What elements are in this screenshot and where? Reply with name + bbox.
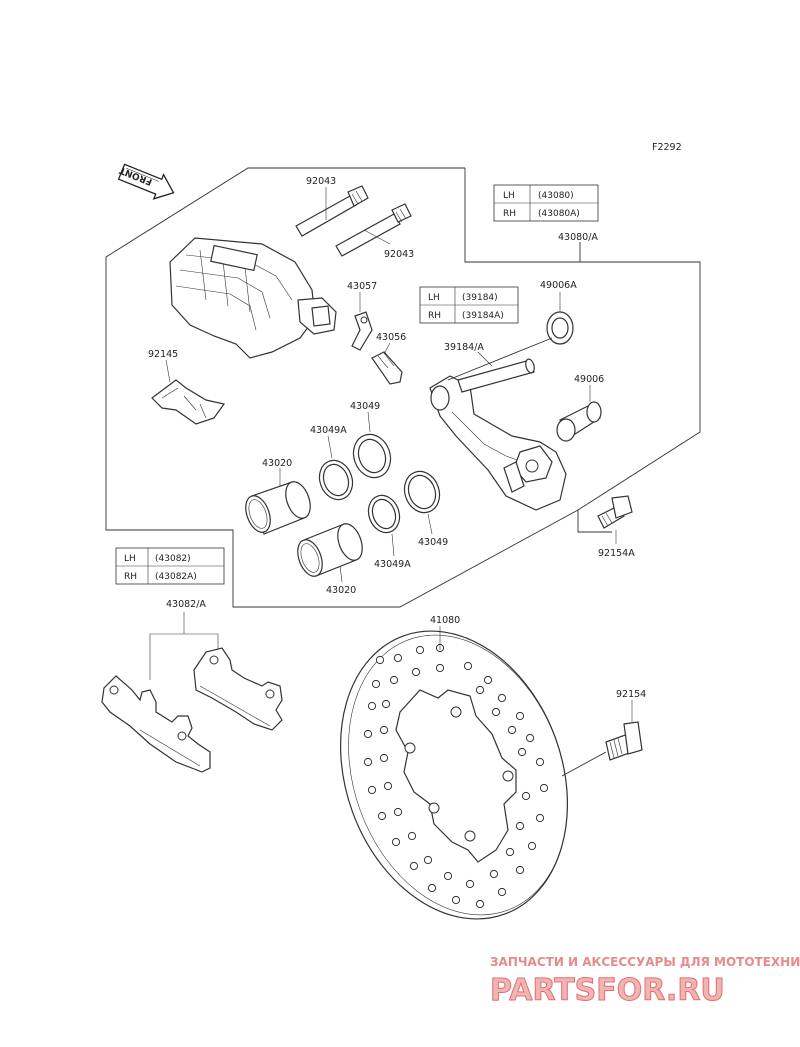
bracket-table-side-lh: LH <box>428 293 440 303</box>
watermark-brand: PARTSFOR.RU <box>490 973 725 1008</box>
label-bracket: 39184/A <box>444 342 484 353</box>
leader-43049a-b <box>391 533 395 557</box>
leader-43049a-a <box>327 435 333 459</box>
label-pads: 43082/A <box>166 599 206 610</box>
label-seal-43049-a: 43049 <box>350 401 380 412</box>
label-seal-43049a-b: 43049A <box>374 559 411 570</box>
bleeder-cap <box>351 311 373 351</box>
boot-49006 <box>556 401 602 442</box>
seal-43049a-lower <box>367 494 401 534</box>
watermark-tagline: ЗАПЧАСТИ И АКСЕССУАРЫ ДЛЯ МОТОТЕХНИКИ <box>490 955 800 969</box>
leader-43020-b <box>339 565 343 583</box>
leader-43049-a <box>367 411 371 433</box>
bracket-table-part-rh: (39184A) <box>462 311 504 321</box>
leader-92043-b <box>363 229 391 245</box>
seal-43049-lower <box>403 470 441 514</box>
label-bolt-92043-b: 92043 <box>384 249 414 260</box>
bolt-92154a <box>597 495 633 529</box>
spring-clip <box>151 379 226 425</box>
label-boot-49006: 49006 <box>574 374 604 385</box>
caliper-table-side-rh: RH <box>503 209 516 219</box>
bolt-92154 <box>605 721 643 761</box>
piston-43020-lower <box>297 523 363 577</box>
label-bolt-92154: 92154 <box>616 689 646 700</box>
leader-43049-b <box>427 513 433 535</box>
label-piston-43020-a: 43020 <box>262 458 292 469</box>
label-boot-49006a: 49006A <box>540 280 577 291</box>
label-piston-43020-b: 43020 <box>326 585 356 596</box>
pads-table-side-rh: RH <box>124 572 137 582</box>
pads-lh-rh-table: LH (43082) RH (43082A) <box>115 547 225 585</box>
caliper-table-part-lh: (43080) <box>538 191 574 201</box>
leader-39184 <box>477 351 493 367</box>
caliper-outline-right <box>464 168 701 511</box>
pads-table-part-lh: (43082) <box>155 554 191 564</box>
label-caliper-assy: 43080/A <box>558 232 598 243</box>
label-spring: 92145 <box>148 349 178 360</box>
bracket-lh-rh-table: LH (39184) RH (39184A) <box>419 286 519 324</box>
leader-43056 <box>383 342 391 355</box>
figure-code: F2292 <box>652 142 682 153</box>
brake-pad-left <box>101 675 211 773</box>
caliper-table-side-lh: LH <box>503 191 515 201</box>
label-seal-43049-b: 43049 <box>418 537 448 548</box>
brake-pad-right <box>193 647 283 731</box>
leader-92154-axis <box>561 751 607 777</box>
caliper-lh-rh-table: LH (43080) RH (43080A) <box>493 184 599 222</box>
bracket-table-part-lh: (39184) <box>462 293 498 303</box>
bolt-92043-lower <box>335 203 412 257</box>
pads-table-part-rh: (43082A) <box>155 572 197 582</box>
piston-43020-upper <box>245 481 311 535</box>
seal-43049a-upper <box>318 459 354 501</box>
label-bleeder-valve: 43056 <box>376 332 406 343</box>
leader-92145 <box>165 359 171 383</box>
bracket-table-side-rh: RH <box>428 311 441 321</box>
caliper-body <box>169 237 337 359</box>
leader-49006a-axis <box>447 337 553 381</box>
pads-table-side-lh: LH <box>124 554 136 564</box>
caliper-table-part-rh: (43080A) <box>538 209 580 219</box>
label-disc: 41080 <box>430 615 460 626</box>
brake-disc <box>339 630 569 920</box>
disc-vent-holes <box>363 643 549 909</box>
seal-43049-upper <box>352 433 392 479</box>
label-bolt-92043-a: 92043 <box>306 176 336 187</box>
bleeder-valve <box>371 351 403 385</box>
bolt-92043-upper <box>295 185 369 237</box>
label-bleeder-cap: 43057 <box>347 281 377 292</box>
label-seal-43049a-a: 43049A <box>310 425 347 436</box>
label-bolt-92154a: 92154A <box>598 548 635 559</box>
boot-49006a <box>546 311 574 345</box>
caliper-bracket <box>429 358 567 511</box>
front-arrow-icon: FRONT <box>117 163 175 200</box>
caliper-assembly-outline <box>105 167 612 608</box>
